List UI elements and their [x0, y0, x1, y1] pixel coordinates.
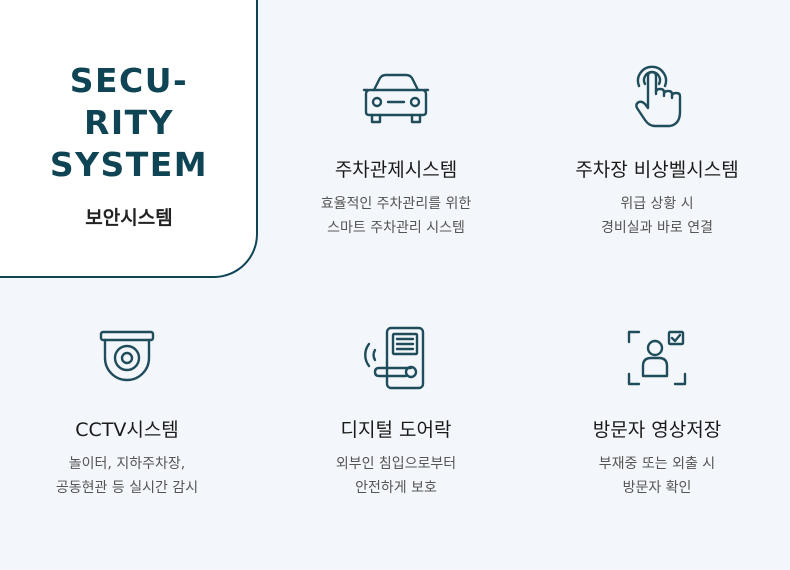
hero-title-line: SYSTEM [49, 145, 209, 184]
card-description-line: 외부인 침입으로부터 [335, 456, 457, 472]
card-title: 방문자 영상저장 [592, 419, 722, 441]
card-description-line: 공동현관 등 실시간 감시 [55, 480, 199, 496]
card-description-line: 위급 상황 시 [620, 196, 694, 212]
digital-door-lock-icon [271, 318, 521, 398]
card-description-line: 부재중 또는 외출 시 [598, 456, 716, 472]
card-emergency-bell: 주차장 비상벨시스템 위급 상황 시 경비실과 바로 연결 [532, 58, 782, 240]
card-title: CCTV시스템 [75, 419, 179, 441]
hero-title-line: SECU- [69, 61, 189, 100]
card-description-line: 효율적인 주차관리를 위한 [320, 196, 472, 212]
card-parking-control: 주차관제시스템 효율적인 주차관리를 위한 스마트 주차관리 시스템 [271, 58, 521, 240]
hero-subtitle: 보안시스템 [85, 207, 173, 229]
card-title: 주차관제시스템 [334, 159, 458, 181]
hero-title-line: RITY [83, 103, 175, 142]
card-description: 외부인 침입으로부터 안전하게 보호 [271, 452, 521, 500]
touch-hand-icon [532, 58, 782, 138]
cctv-camera-icon [2, 318, 252, 398]
card-description-line: 안전하게 보호 [355, 480, 437, 496]
hero-title: SECU- RITY SYSTEM [0, 60, 258, 186]
card-description-line: 스마트 주차관리 시스템 [327, 220, 465, 236]
card-cctv: CCTV시스템 놀이터, 지하주차장, 공동현관 등 실시간 감시 [2, 318, 252, 500]
card-door-lock: 디지털 도어락 외부인 침입으로부터 안전하게 보호 [271, 318, 521, 500]
card-description: 위급 상황 시 경비실과 바로 연결 [532, 192, 782, 240]
visitor-scan-icon [532, 318, 782, 398]
card-description-line: 방문자 확인 [622, 480, 692, 496]
card-description: 효율적인 주차관리를 위한 스마트 주차관리 시스템 [271, 192, 521, 240]
card-description: 놀이터, 지하주차장, 공동현관 등 실시간 감시 [2, 452, 252, 500]
card-description-line: 경비실과 바로 연결 [601, 220, 713, 236]
card-visitor-recording: 방문자 영상저장 부재중 또는 외출 시 방문자 확인 [532, 318, 782, 500]
car-icon [271, 58, 521, 138]
card-title: 디지털 도어락 [340, 419, 452, 441]
card-description: 부재중 또는 외출 시 방문자 확인 [532, 452, 782, 500]
hero-panel: SECU- RITY SYSTEM 보안시스템 [0, 0, 258, 278]
card-title: 주차장 비상벨시스템 [575, 159, 739, 181]
card-description-line: 놀이터, 지하주차장, [68, 456, 186, 472]
